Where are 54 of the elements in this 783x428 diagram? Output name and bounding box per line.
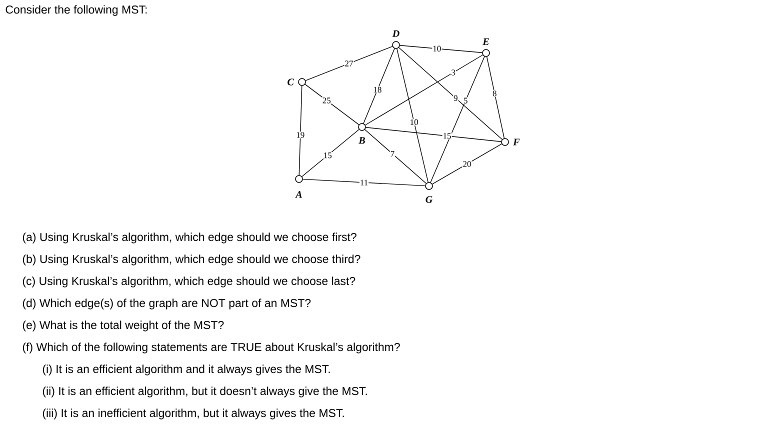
question-text: (iii) It is an inefficient algorithm, but it always gives the MST.: [42, 408, 344, 420]
node-label: F: [513, 138, 520, 146]
graph-edge: [363, 48, 395, 124]
question-text: (b) Using Kruskal’s algorithm, which edge should we choose third?: [22, 254, 360, 266]
edge-label: 15: [444, 133, 451, 139]
graph-edge: [432, 144, 502, 184]
graph-vertex: G: [425, 182, 433, 203]
edge-label: 10: [433, 46, 441, 52]
edge-label: 27: [345, 60, 353, 66]
question-text: (e) What is the total weight of the MST?: [22, 320, 224, 332]
edge-label: 19: [296, 132, 304, 138]
edge-label: 10: [410, 119, 418, 126]
graph-vertex: E: [482, 38, 490, 57]
node-label: A: [295, 191, 302, 198]
graph-edge: [486, 56, 505, 139]
edge-label: 11: [360, 180, 368, 186]
question-text: (c) Using Kruskal’s algorithm, which edge should we choose last?: [22, 276, 356, 288]
graph-edge: [305, 46, 393, 81]
graph-edge: [398, 47, 502, 140]
graph-vertex: C: [288, 78, 306, 86]
edge-label: 8: [492, 90, 496, 96]
edge-label: 7: [390, 151, 394, 157]
graph-edge: [430, 56, 485, 183]
edge-label: 15: [324, 152, 332, 158]
node-label: D: [392, 30, 400, 37]
node-label: B: [358, 137, 365, 144]
graph-edge: [302, 178, 426, 186]
edge-label: 20: [463, 161, 471, 167]
graph-vertex: D: [392, 30, 400, 49]
graph-vertex: F: [501, 138, 520, 146]
question-text: (i) It is an efficient algorithm and it always gives the MST.: [42, 364, 330, 376]
edge-label: 3: [452, 70, 456, 76]
question-text: (f) Which of the following statements are TRUE about Kruskal’s algorithm?: [22, 342, 400, 354]
question-text: (ii) It is an efficient algorithm, but it doesn’t always give the MST.: [42, 386, 367, 398]
graph-edge: [365, 54, 484, 126]
node-label: G: [426, 196, 433, 203]
graph-edge: [364, 129, 426, 184]
node-label: C: [288, 78, 294, 86]
node-label: E: [482, 38, 489, 45]
graph-edge: [304, 84, 360, 125]
graph-vertex: A: [295, 175, 303, 198]
graph-edge: [366, 127, 502, 142]
graph-edge: [302, 129, 360, 177]
graph-vertex: B: [358, 123, 366, 144]
graph-edge: [396, 48, 428, 183]
graph-edge: [298, 86, 302, 176]
edge-label: 5: [464, 98, 468, 104]
question-text: (a) Using Kruskal’s algorithm, which edge should we choose first?: [22, 232, 356, 244]
graph-edge: [400, 45, 482, 53]
edge-label: 9: [454, 95, 458, 101]
edge-label: 18: [374, 86, 382, 93]
question-text: (d) Which edge(s) of the graph are NOT part of an MST?: [22, 298, 311, 310]
title: Consider the following MST:: [6, 5, 147, 16]
edge-label: 25: [322, 98, 331, 104]
